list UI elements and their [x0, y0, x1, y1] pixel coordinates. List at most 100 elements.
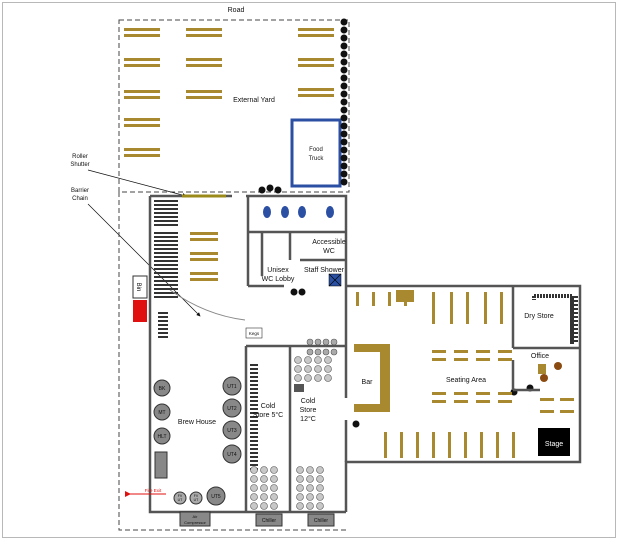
picnic-table: [186, 96, 222, 99]
shelf: [572, 324, 578, 326]
keg: [260, 475, 268, 483]
table: [476, 358, 490, 361]
image-frame: [2, 2, 616, 538]
shelf: [154, 292, 178, 294]
tree: [340, 162, 348, 170]
keg: [296, 466, 304, 474]
shelf: [154, 288, 178, 290]
keg: [316, 484, 324, 492]
shelf: [250, 412, 258, 414]
barrier-chain-pointer: [87, 203, 201, 317]
table: [190, 258, 218, 261]
dry-store-shelving: [532, 294, 574, 344]
shelf: [154, 280, 178, 282]
table: [476, 350, 490, 353]
chair: [322, 338, 330, 346]
shelf: [154, 276, 178, 278]
tree: [340, 26, 348, 34]
kegs-box-label: Kegs: [249, 331, 260, 336]
table: [372, 292, 375, 306]
keg: [260, 466, 268, 474]
shelf: [154, 212, 178, 214]
table: [498, 392, 512, 395]
table: [560, 398, 574, 401]
shelf: [154, 232, 178, 234]
picnic-table: [186, 58, 222, 61]
mt-label: MT: [158, 410, 165, 416]
shelf: [250, 388, 258, 390]
keg: [316, 493, 324, 501]
shelf: [158, 316, 168, 318]
table: [454, 358, 468, 361]
keg: [316, 475, 324, 483]
table: [450, 292, 453, 324]
shelf: [572, 336, 578, 338]
shelf: [250, 456, 258, 458]
table: [396, 290, 414, 302]
shelf: [250, 384, 258, 386]
tree: [340, 90, 348, 98]
keg: [270, 502, 278, 510]
external-yard-label: External Yard: [233, 97, 275, 104]
keg: [324, 365, 332, 373]
table: [512, 432, 515, 458]
bar-label: Bar: [362, 379, 374, 386]
shelf: [250, 460, 258, 462]
table: [540, 398, 554, 401]
chair: [330, 338, 338, 346]
keg: [294, 356, 302, 364]
shelf: [250, 432, 258, 434]
air-compressor: [179, 511, 211, 527]
shelf: [250, 448, 258, 450]
table: [190, 272, 218, 275]
shelf: [250, 376, 258, 378]
shelf: [154, 264, 178, 266]
shelf: [158, 332, 168, 334]
seating-tables: [190, 232, 574, 458]
tree: [340, 18, 348, 26]
tree: [290, 288, 298, 296]
tree: [340, 178, 348, 186]
tree: [352, 420, 360, 428]
picnic-table: [124, 58, 160, 61]
bar-counter: [354, 344, 390, 412]
brew-vessels: [153, 379, 171, 445]
table: [432, 400, 446, 403]
keg: [260, 502, 268, 510]
shelf: [250, 392, 258, 394]
left-building-outline: [118, 192, 349, 531]
staff-shower-label: Staff Shower: [304, 267, 345, 274]
keg: [250, 493, 258, 501]
table: [432, 358, 446, 361]
picnic-table: [186, 28, 222, 31]
shelf: [250, 464, 258, 466]
chiller-a: [255, 513, 283, 527]
shelf: [154, 204, 178, 206]
picnic-table: [124, 28, 160, 31]
shelf: [154, 296, 178, 298]
shelf: [572, 300, 578, 302]
cold-store-5-label-2: Store 5°C: [253, 411, 283, 419]
tree: [340, 74, 348, 82]
table: [190, 278, 218, 281]
unitanks: [173, 376, 242, 506]
shelf: [250, 416, 258, 418]
ut1-label: UT1: [227, 384, 237, 390]
table: [496, 432, 499, 458]
keg: [314, 365, 322, 373]
barrier-chain: [169, 289, 246, 321]
keg: [324, 356, 332, 364]
shelf: [572, 308, 578, 310]
table: [190, 238, 218, 241]
table: [498, 400, 512, 403]
keg: [250, 466, 258, 474]
shelf: [572, 312, 578, 314]
tree: [340, 34, 348, 42]
kegs-box: [245, 327, 263, 339]
barrier-chain-label-1: Barrier: [71, 188, 89, 194]
office-chair: [554, 362, 562, 370]
picnic-table: [186, 34, 222, 37]
chairs: [306, 338, 338, 356]
shelf: [250, 372, 258, 374]
shelf: [250, 440, 258, 442]
